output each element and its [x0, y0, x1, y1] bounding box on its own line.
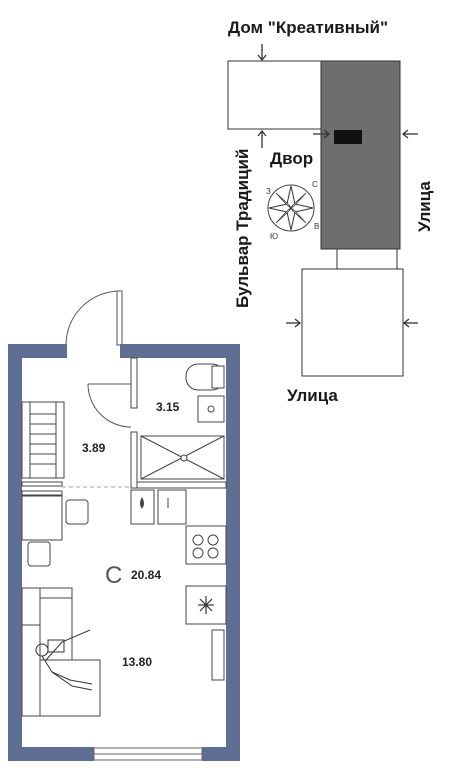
stove-icon	[185, 525, 227, 565]
fridge-icon	[185, 585, 227, 625]
compass-east: В	[314, 222, 319, 231]
interior-walls	[21, 357, 227, 496]
total-area-label: 20.84	[131, 568, 161, 582]
arrow-top	[257, 44, 267, 62]
dining-set	[21, 495, 89, 567]
apartment-plan: 3.89 3.15 13.80 С 20.84	[8, 290, 240, 761]
hall-area: 3.89	[82, 441, 106, 455]
building-label: Дом "Креативный"	[228, 18, 388, 37]
table-icon	[21, 495, 63, 541]
building-dark-block	[320, 60, 401, 250]
bathroom-area: 3.15	[156, 400, 180, 414]
unit-type-label: С	[105, 562, 122, 589]
radiator-icon	[21, 401, 65, 479]
entrance-door	[65, 290, 123, 346]
compass-west: З	[266, 187, 271, 196]
compass-south: Ю	[270, 232, 278, 241]
tv-icon	[211, 629, 225, 681]
building-connector	[336, 248, 398, 270]
chair-icon	[27, 541, 51, 567]
boulevard-label: Бульвар Традиций	[233, 149, 252, 308]
kitchen	[130, 489, 227, 681]
compass-rose-icon: С В Ю З	[266, 180, 319, 241]
site-plan: Дом "Креативный"	[227, 18, 434, 405]
chair-icon	[65, 499, 89, 525]
person-icon	[35, 629, 93, 691]
kitchen-sink-icon	[157, 489, 187, 525]
window-bottom	[93, 747, 203, 761]
outer-walls	[8, 344, 240, 761]
bathroom-fixtures	[140, 363, 225, 480]
entrance-marker	[334, 130, 362, 144]
arrows	[257, 129, 418, 328]
compass-north: С	[312, 180, 318, 189]
bathroom-door	[87, 383, 132, 428]
living-area: 13.80	[122, 655, 152, 669]
yard-label: Двор	[270, 149, 313, 168]
building-lower-block	[301, 268, 404, 377]
street-right-label: Улица	[415, 181, 434, 232]
building-white-block	[227, 60, 322, 130]
street-bottom-label: Улица	[287, 386, 338, 405]
